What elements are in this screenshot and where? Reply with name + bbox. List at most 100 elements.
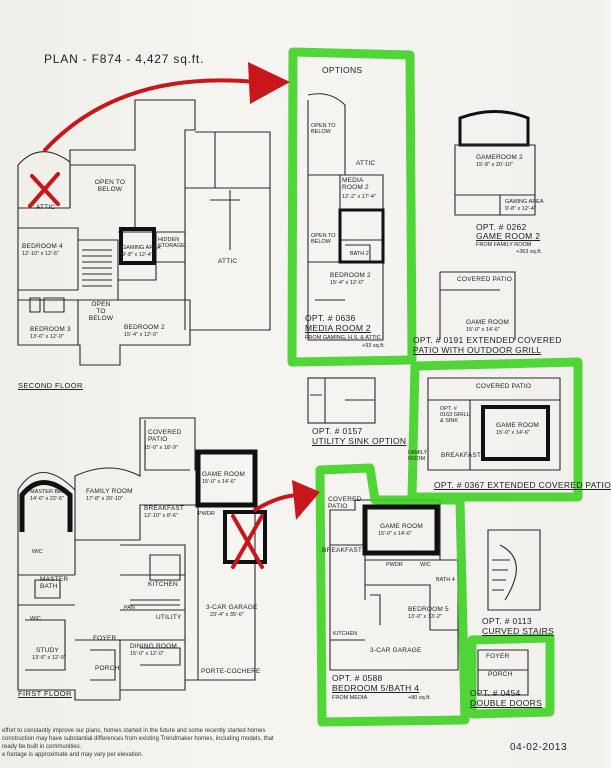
- dim-family-room: 17'-8" x 20'-10": [86, 496, 123, 502]
- second-floor-plan: [17, 99, 271, 366]
- label-open-to-below-mid: OPEN TO BELOW: [88, 301, 114, 322]
- game-room2-opt-sqft: +363 sq.ft.: [516, 249, 542, 255]
- disclaimer-line-2: construction may have substantial differ…: [2, 736, 274, 742]
- arrowhead-bottom: [292, 480, 320, 520]
- x-mark-attic: [28, 172, 60, 208]
- label-game-room: GAME ROOM: [202, 471, 245, 478]
- media-open-to-below-b: OPEN TO BELOW: [311, 233, 336, 245]
- bed5-opt-note: FROM MEDIA: [332, 695, 368, 701]
- double-doors-option-plan: [477, 649, 529, 696]
- bed5-bedroom: BEDROOM 5: [408, 606, 449, 613]
- dim-covered-patio: 15'-0" x 18'-9": [144, 445, 178, 451]
- arrow-curve-top: [43, 78, 257, 152]
- label-foyer: FOYER: [93, 635, 117, 642]
- disclaimer-line-1: effort to constantly improve our plans, …: [2, 728, 266, 734]
- highlight-media-room: [287, 47, 417, 367]
- doors-foyer: FOYER: [486, 653, 510, 660]
- highlight-double-doors: [467, 633, 555, 719]
- options-heading: OPTIONS: [322, 65, 363, 75]
- media-open-to-below-a: OPEN TO BELOW: [311, 123, 336, 135]
- game-room2-gaming-area: GAMING AREA: [505, 199, 544, 205]
- plan-title: PLAN - F874 - 4,427 sq.ft.: [44, 52, 205, 66]
- disclaimer-line-3: ready be built in communities.: [2, 744, 82, 750]
- label-family-room: FAMILY ROOM: [86, 488, 133, 495]
- media-bedroom: BEDROOM 2: [330, 272, 371, 279]
- highlight-bedroom5: [315, 463, 470, 727]
- label-dining: DINING ROOM: [130, 643, 177, 650]
- bed5-opt-number: OPT. # 0588: [332, 673, 383, 683]
- patio-grill-opt-line2: PATIO WITH OUTDOOR GRILL: [413, 345, 542, 355]
- ext-patio-opt-line: OPT. # 0367 EXTENDED COVERED PATIO: [434, 480, 611, 490]
- utility-sink-option-plan: [307, 377, 376, 424]
- label-bedroom3: BEDROOM 3: [30, 326, 71, 333]
- game-room-2-option-plan: [454, 110, 536, 216]
- ext-patio-covered-patio: COVERED PATIO: [476, 383, 532, 390]
- dim-bedroom3: 13'-6" x 12'-0": [30, 334, 64, 340]
- media-attic: ATTIC: [356, 160, 376, 167]
- game-room2-opt-note: FROM FAMILY ROOM: [476, 242, 532, 248]
- dim-bedroom2: 15'-4" x 12'-0": [124, 332, 158, 338]
- bed5-bath: BATH 4: [436, 577, 455, 583]
- label-porch: PORCH: [95, 665, 120, 672]
- ext-patio-opt-small: OPT. # 0163 GRILL & SINK: [440, 406, 470, 424]
- label-utility: UTILITY: [156, 614, 182, 621]
- bed5-covered-patio: COVERED PATIO: [328, 496, 362, 510]
- extended-patio-grill-option-plan: [439, 271, 516, 340]
- game-room2-gaming-dim: 9'-8" x 12'-4": [505, 206, 536, 212]
- label-hidden-storage: HIDDEN STORAGE: [158, 237, 185, 249]
- dim-bedroom4: 12'-10" x 12'-6": [22, 251, 59, 257]
- dim-master-bed: 14'-6" x 22'-6": [30, 496, 64, 502]
- bed5-game-room: GAME ROOM: [380, 523, 423, 530]
- game-room2-label: GAMEROOM 2: [476, 154, 523, 161]
- dim-breakfast: 12'-10" x 8'-6": [144, 513, 178, 519]
- bed5-opt-name: BEDROOM 5/BATH 4: [332, 683, 420, 693]
- ext-patio-game-room-dim: 15'-0" x 14'-6": [496, 430, 530, 436]
- label-open-to-below-top: OPEN TO BELOW: [94, 179, 126, 193]
- patio-grill-opt-line1: OPT. # 0191 EXTENDED COVERED: [413, 335, 562, 345]
- label-pwdr: PWDR: [198, 511, 215, 517]
- label-breakfast: BREAKFAST: [144, 505, 185, 512]
- bed5-kitchen: KITCHEN: [333, 631, 358, 637]
- arrow-garage: [253, 493, 302, 512]
- green-highlight-boxes: [287, 47, 583, 727]
- label-master-bed: MASTER BED: [30, 489, 66, 495]
- patio-grill-game-room-dim: 15'-0" x 14'-6": [466, 327, 500, 333]
- label-gaming-area: GAMING AREA: [122, 245, 161, 251]
- doors-opt-number: OPT. # 0454: [470, 688, 521, 698]
- bed5-breakfast: BREAKFAST: [322, 547, 363, 554]
- patio-grill-game-room: GAME ROOM: [466, 319, 509, 326]
- game-room2-dim: 15'-8" x 20'-10": [476, 162, 513, 168]
- first-floor-label: FIRST FLOOR: [18, 689, 72, 698]
- stairs-opt-name: CURVED STAIRS: [482, 626, 555, 636]
- media-opt-note: FROM GAMING, H.S. & ATTIC: [305, 335, 381, 341]
- curved-stairs-option-plan: [487, 529, 541, 611]
- dim-study: 13'-6" x 12'-0": [32, 655, 66, 661]
- game-room2-opt-name: GAME ROOM 2: [476, 231, 541, 241]
- plan-date: 04-02-2013: [510, 742, 568, 753]
- utility-opt-name: UTILITY SINK OPTION: [312, 436, 407, 446]
- label-wic-2: WIC: [30, 616, 41, 622]
- media-room-option-plan: [307, 93, 384, 341]
- media-bedroom-dim: 15'-4" x 12'-0": [330, 280, 364, 286]
- arrowheads: [248, 62, 320, 520]
- highlight-extended-patio: [407, 357, 583, 502]
- disclaimer-line-4: e footage is approximate and may vary pe…: [2, 752, 144, 758]
- bed5-garage: 3-CAR GARAGE: [370, 647, 422, 654]
- patio-grill-covered-patio: COVERED PATIO: [457, 276, 513, 283]
- label-kitchen: KITCHEN: [148, 581, 178, 588]
- bed5-pwdr: PWDR: [386, 562, 403, 568]
- label-attic-left: ATTIC: [36, 204, 56, 211]
- bed5-opt-sqft: +80 sq.ft.: [408, 695, 431, 701]
- media-opt-name: MEDIA ROOM 2: [305, 323, 371, 333]
- label-bedroom4: BEDROOM 4: [22, 243, 63, 250]
- dim-gaming-area: 9'-8" x 12'-4": [122, 252, 153, 258]
- media-bath: BATH 2: [350, 251, 369, 257]
- utility-opt-number: OPT. # 0157: [312, 426, 363, 436]
- media-room-dim: 12'-2" x 17'-4": [342, 194, 376, 200]
- bed5-bedroom-dim: 13'-0" x 13'-2": [408, 614, 442, 620]
- bed5-game-room-dim: 15'-0" x 14'-6": [378, 531, 412, 537]
- stairs-opt-number: OPT. # 0113: [482, 616, 532, 626]
- label-pan: PAN: [124, 605, 135, 611]
